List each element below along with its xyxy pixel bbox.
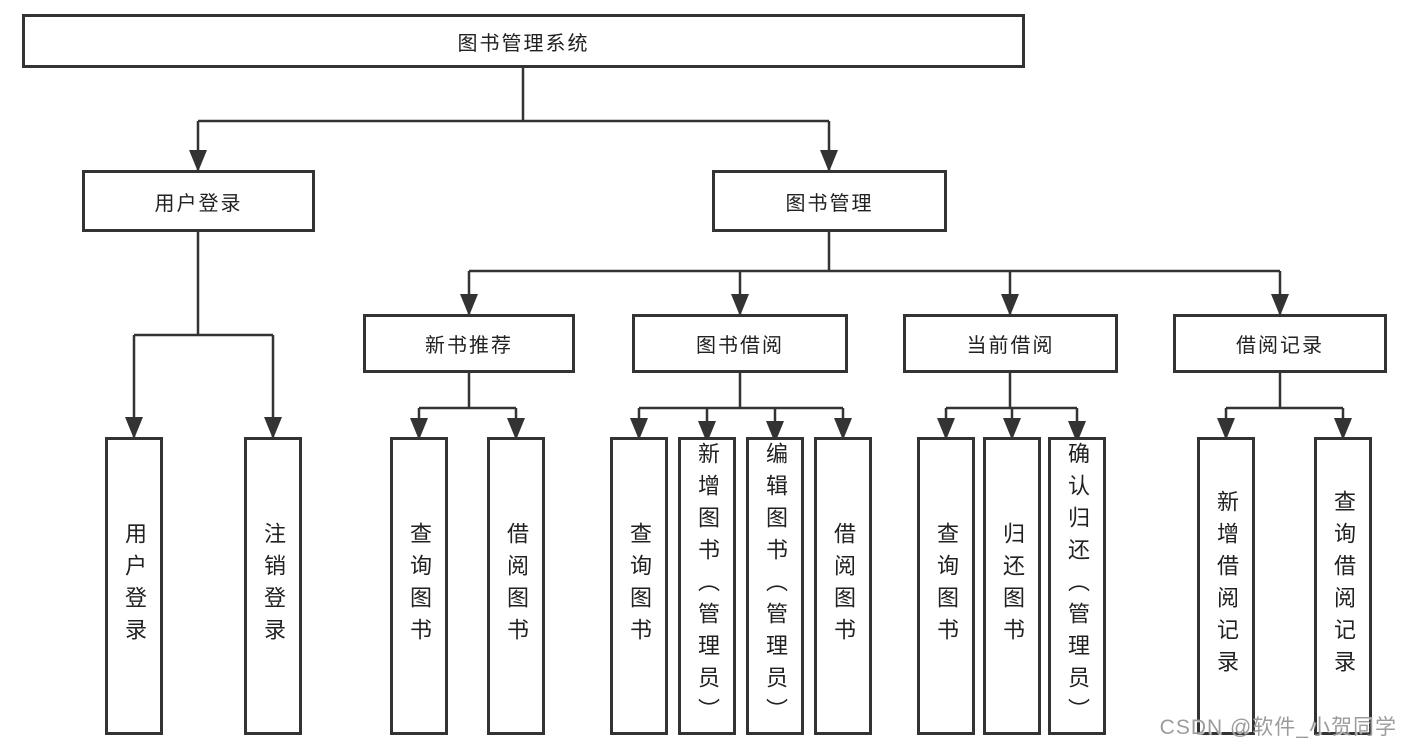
node-book-borrowing: 图书借阅 bbox=[632, 314, 848, 373]
leaf-borrow-books-recommend-label: 借阅图书 bbox=[504, 522, 529, 650]
leaf-edit-book-admin: 编辑图书（管理员） bbox=[746, 437, 804, 735]
leaf-borrow-books-borrow-label: 借阅图书 bbox=[831, 522, 856, 650]
leaf-user-login: 用户登录 bbox=[105, 437, 163, 735]
leaf-query-books-recommend: 查询图书 bbox=[390, 437, 448, 735]
leaf-borrow-books-recommend: 借阅图书 bbox=[487, 437, 545, 735]
leaf-confirm-return-admin: 确认归还（管理员） bbox=[1048, 437, 1106, 735]
leaf-query-books-borrow-label: 查询图书 bbox=[627, 522, 652, 650]
leaf-confirm-return-admin-label: 确认归还（管理员） bbox=[1065, 442, 1090, 730]
node-book-management: 图书管理 bbox=[712, 170, 947, 232]
leaf-query-borrow-record-label: 查询借阅记录 bbox=[1331, 490, 1356, 682]
connector-book-management-to-level3 bbox=[460, 232, 1289, 316]
connector-root-to-level2 bbox=[189, 68, 838, 172]
node-current-borrowing: 当前借阅 bbox=[903, 314, 1118, 373]
connector-book-borrow-to-leaves bbox=[630, 373, 852, 443]
leaf-return-books: 归还图书 bbox=[983, 437, 1041, 735]
leaf-add-borrow-record-label: 新增借阅记录 bbox=[1214, 490, 1239, 682]
leaf-return-books-label: 归还图书 bbox=[1000, 522, 1025, 650]
connector-new-book-to-leaves bbox=[410, 373, 525, 440]
node-user-login: 用户登录 bbox=[82, 170, 315, 232]
leaf-query-books-current-label: 查询图书 bbox=[934, 522, 959, 650]
leaf-logout: 注销登录 bbox=[244, 437, 302, 735]
leaf-edit-book-admin-label: 编辑图书（管理员） bbox=[763, 442, 788, 730]
leaf-query-books-borrow: 查询图书 bbox=[610, 437, 668, 735]
connector-current-borrow-to-leaves bbox=[937, 373, 1086, 443]
leaf-borrow-books-borrow: 借阅图书 bbox=[814, 437, 872, 735]
leaf-query-borrow-record: 查询借阅记录 bbox=[1314, 437, 1372, 735]
connector-borrow-records-to-leaves bbox=[1217, 373, 1352, 440]
leaf-add-book-admin-label: 新增图书（管理员） bbox=[695, 442, 720, 730]
connector-user-login-to-leaves bbox=[125, 232, 282, 439]
node-borrowing-records: 借阅记录 bbox=[1173, 314, 1387, 373]
leaf-add-borrow-record: 新增借阅记录 bbox=[1197, 437, 1255, 735]
leaf-query-books-current: 查询图书 bbox=[917, 437, 975, 735]
csdn-watermark: CSDN @软件_小贺同学 bbox=[1159, 716, 1397, 739]
leaf-user-login-label: 用户登录 bbox=[122, 522, 147, 650]
node-root-library-system: 图书管理系统 bbox=[22, 14, 1025, 68]
leaf-query-books-recommend-label: 查询图书 bbox=[407, 522, 432, 650]
node-new-book-recommendation: 新书推荐 bbox=[363, 314, 575, 373]
leaf-add-book-admin: 新增图书（管理员） bbox=[678, 437, 736, 735]
leaf-logout-label: 注销登录 bbox=[261, 522, 286, 650]
